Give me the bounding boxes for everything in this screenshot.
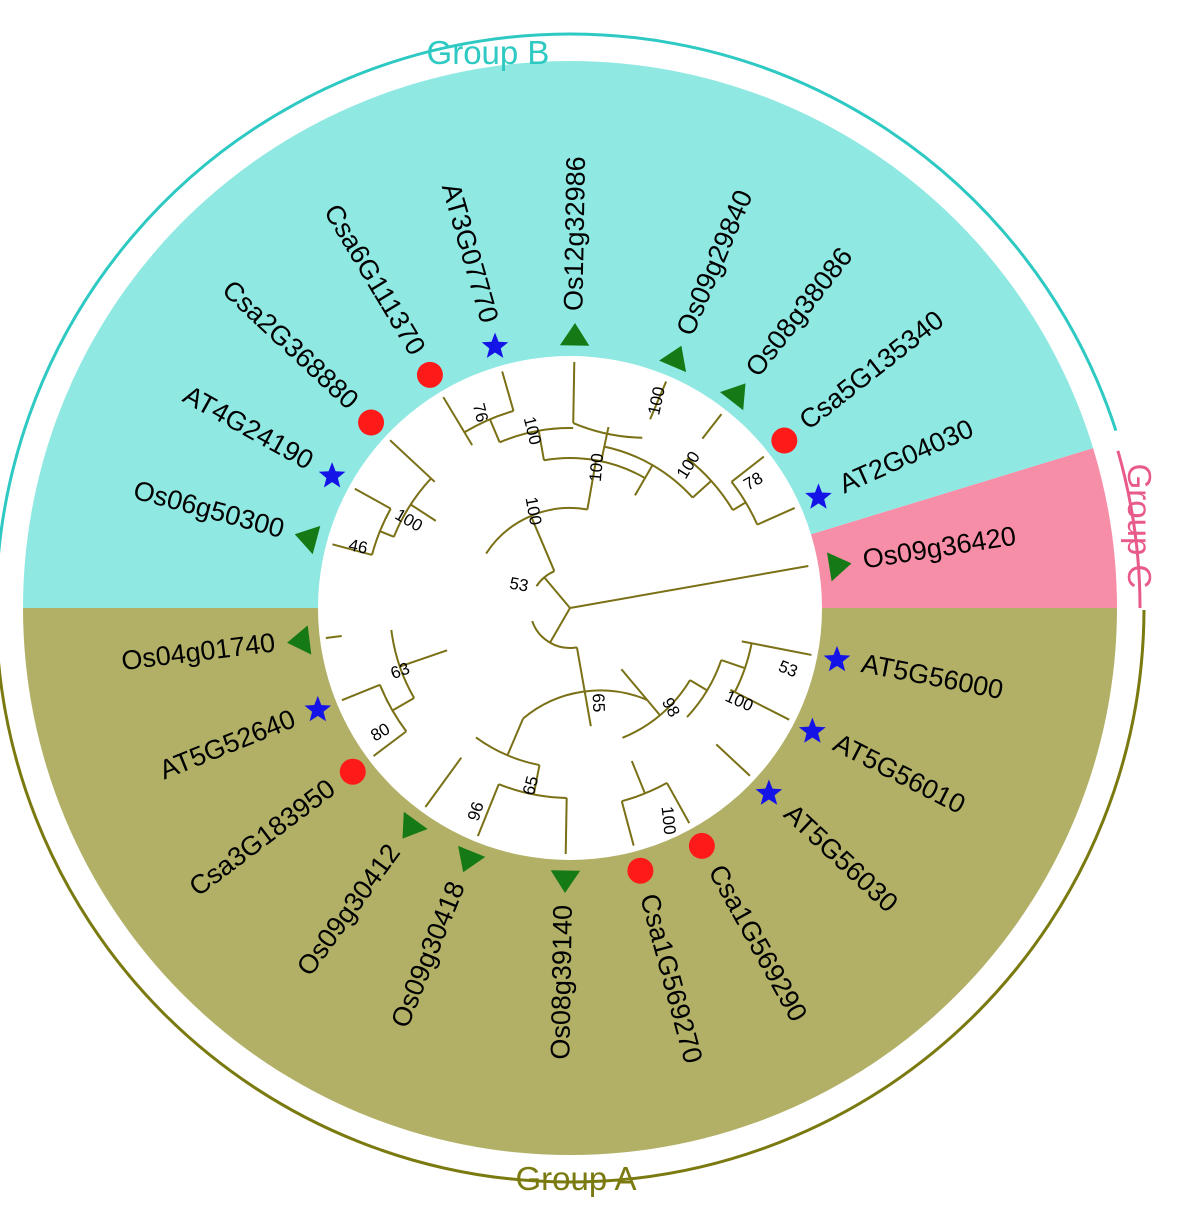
group-labels: Group B Group A Group C [427, 34, 1158, 1197]
bootstrap-value: 65 [519, 774, 542, 797]
branch-segment-35 [586, 460, 598, 510]
branch-segment-3 [701, 413, 723, 440]
triangle-marker [720, 383, 746, 411]
branch-segment-51 [532, 764, 541, 795]
branch-segment-57 [391, 697, 415, 712]
branch-segment-29 [634, 464, 654, 496]
branch-segment-10 [332, 543, 373, 556]
branch-segment-45 [689, 679, 708, 692]
circle-marker [627, 857, 654, 884]
triangle-marker [458, 845, 486, 873]
branch-segment-20 [729, 688, 790, 721]
branch-segment-1 [756, 507, 796, 526]
branch-segment-31 [488, 418, 501, 443]
branch-segment-9 [354, 487, 392, 510]
bootstrap-value: 65 [589, 693, 609, 713]
group-a-label: Group A [515, 1160, 636, 1197]
star-marker [318, 462, 346, 488]
star-marker [799, 717, 826, 743]
branch-segment-24 [686, 457, 734, 511]
leaf-label: Os08g39140 [545, 905, 578, 1060]
star-marker [755, 779, 783, 805]
branch-segment-59 [399, 649, 448, 668]
branch-segment-38 [392, 477, 432, 538]
star-marker [823, 645, 851, 672]
branch-segment-56 [378, 684, 408, 732]
branch-segment-15 [476, 783, 500, 837]
triangle-marker [294, 525, 321, 555]
branch-segment-7 [442, 396, 473, 446]
group-a-arc [0, 609, 1146, 1185]
branch-segment-37 [379, 530, 395, 538]
branch-segment-55 [575, 647, 592, 727]
branch-segment-48 [622, 679, 691, 739]
group-outer-arcs [0, 32, 1146, 1185]
leaf-label: Os12g32986 [558, 156, 591, 311]
circle-marker [688, 832, 715, 859]
branch-segment-25 [691, 480, 712, 499]
triangle-marker [559, 323, 590, 346]
branch-segment-41 [530, 515, 556, 572]
branch-segment-12 [341, 683, 381, 702]
branch-segment-17 [620, 800, 635, 846]
branch-segment-6 [501, 371, 515, 412]
branch-segment-16 [564, 797, 568, 854]
group-c-label: Group C [1121, 464, 1158, 589]
branch-segment-47 [630, 760, 646, 794]
group-b-sector [23, 60, 1094, 608]
bootstrap-value: 100 [586, 453, 607, 483]
triangle-marker [550, 870, 581, 893]
circle-marker [358, 409, 385, 436]
bootstrap-value: 46 [347, 535, 369, 558]
branch-segment-21 [741, 640, 812, 656]
branch-segment-0 [569, 564, 809, 609]
branch-segment-58 [390, 629, 415, 699]
triangle-marker [827, 552, 852, 582]
triangle-marker [287, 625, 312, 655]
branch-segment-53 [506, 718, 525, 756]
circle-marker [416, 361, 443, 388]
bootstrap-value: 96 [464, 799, 488, 823]
star-marker [481, 332, 509, 358]
branch-segment-27 [600, 426, 610, 462]
star-marker [805, 483, 832, 509]
triangle-marker [659, 345, 687, 373]
bootstrap-value: 100 [522, 495, 546, 526]
tree-branches [325, 362, 812, 854]
branch-segment-63 [543, 576, 571, 609]
branch-segment-33 [537, 430, 545, 461]
branch-segment-43 [720, 659, 746, 670]
triangle-marker [402, 811, 428, 839]
circle-marker [771, 427, 798, 454]
branch-segment-19 [715, 743, 751, 777]
branch-segment-13 [372, 730, 407, 757]
branch-segment-50 [498, 783, 567, 799]
branch-segment-54 [522, 689, 648, 720]
branch-segment-52 [475, 736, 540, 767]
bootstrap-value: 53 [508, 574, 530, 596]
group-b-label: Group B [427, 34, 550, 71]
branch-segment-23 [732, 501, 747, 511]
circle-marker [339, 758, 366, 785]
branch-segment-39 [410, 503, 437, 522]
branch-segment-61 [549, 607, 571, 644]
branch-segment-49 [620, 668, 661, 716]
branch-segment-11 [325, 635, 342, 639]
branch-segment-8 [389, 439, 436, 483]
branch-segment-5 [572, 362, 576, 424]
branch-segment-4 [649, 381, 668, 420]
bootstrap-value: 76 [469, 401, 492, 424]
star-marker [304, 695, 332, 722]
branch-segment-14 [424, 757, 463, 808]
branch-segment-2 [730, 455, 765, 483]
species-markers [287, 323, 852, 893]
bootstrap-value: 100 [658, 805, 680, 835]
group-b-arc [0, 32, 1118, 556]
branch-segment-30 [463, 409, 514, 434]
branch-segment-18 [666, 782, 691, 824]
branch-segment-32 [499, 427, 574, 444]
group-c-arc [1116, 450, 1142, 609]
